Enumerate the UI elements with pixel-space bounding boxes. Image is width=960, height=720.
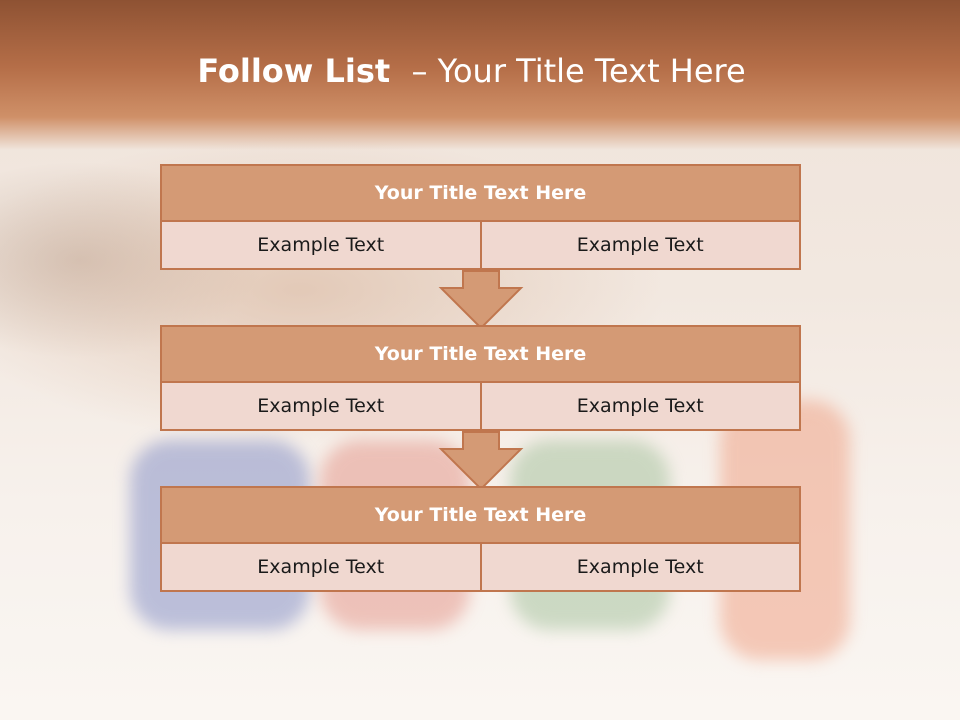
block-row: Example Text Example Text [160, 383, 801, 431]
block-row: Example Text Example Text [160, 222, 801, 270]
title-rest: – Your Title Text Here [401, 52, 746, 90]
block-cell-left: Example Text [257, 234, 385, 256]
block-cell-right: Example Text [479, 544, 800, 590]
down-arrow-icon [438, 270, 524, 330]
block-cell-right: Example Text [479, 383, 800, 429]
title-bold: Follow List [197, 52, 402, 90]
block-row: Example Text Example Text [160, 544, 801, 592]
block-title: Your Title Text Here [160, 325, 801, 383]
block-cell-right: Example Text [479, 222, 800, 268]
list-block-1: Your Title Text Here Example Text Exampl… [160, 164, 801, 270]
block-cell-left: Example Text [257, 395, 385, 417]
list-block-3: Your Title Text Here Example Text Exampl… [160, 486, 801, 592]
slide-title: Follow List – Your Title Text Here [0, 52, 943, 90]
block-cell-left: Example Text [257, 556, 385, 578]
block-title: Your Title Text Here [160, 486, 801, 544]
block-title: Your Title Text Here [160, 164, 801, 222]
title-band [0, 0, 960, 150]
down-arrow-icon [438, 431, 524, 491]
list-block-2: Your Title Text Here Example Text Exampl… [160, 325, 801, 431]
